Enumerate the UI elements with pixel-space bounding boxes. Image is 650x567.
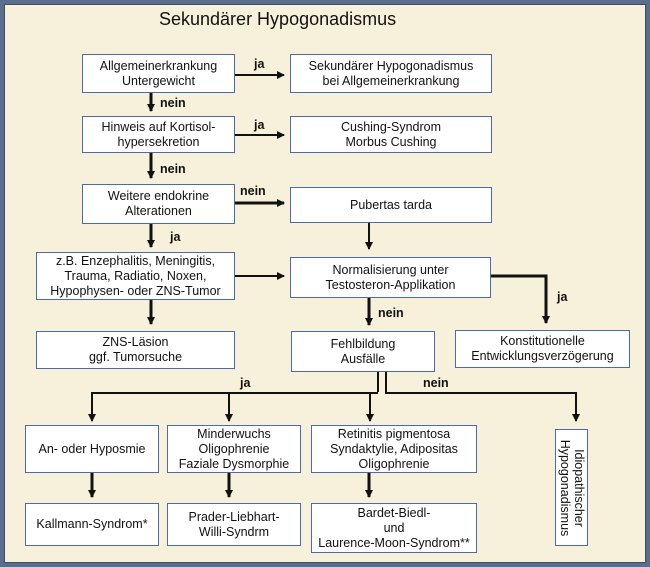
box-allgemeinerkrankung: Allgemeinerkrankung Untergewicht [82,54,235,93]
box-minderwuchs: Minderwuchs Oligophrenie Faziale Dysmorp… [167,425,301,473]
box-konstitutionell: Konstitutionelle Entwicklungsverzögerung [455,330,630,368]
label-nein-4: nein [378,306,404,320]
box-kallmann: Kallmann-Syndrom* [25,503,159,546]
label-ja-2: ja [254,118,265,132]
box-zns-laesion: ZNS-Läsion ggf. Tumorsuche [36,331,235,369]
label-nein-3: nein [240,184,266,198]
branch-ja-bar [91,392,378,412]
box-fehlbildung: Fehlbildung Ausfälle [291,331,435,372]
box-normalisierung: Normalisierung unter Testosteron-Applika… [290,257,491,298]
box-endokrin: Weitere endokrine Alterationen [82,184,235,224]
label-nein-2: nein [160,162,186,176]
diagram-title: Sekundärer Hypogonadismus [159,9,397,29]
branch-nein-to-idiopathisch [385,372,580,422]
arrow-normalisierung-to-konstitutionell [491,274,550,324]
box-idiopathisch: Idiopathischer Hypogonadismus [555,429,588,546]
box-bardet-biedl: Bardet-Biedl- und Laurence-Moon-Syndrom*… [311,503,477,553]
box-kortisol: Hinweis auf Kortisol- hypersekretion [82,116,235,153]
box-prader-willi: Prader-Liebhart- Willi-Syndrm [167,503,301,546]
label-nein-5: nein [423,376,449,390]
box-retinitis: Retinitis pigmentosa Syndaktylie, Adipos… [311,425,477,473]
label-ja-5: ja [240,376,251,390]
box-pubertas-tarda: Pubertas tarda [290,187,492,223]
box-cushing: Cushing-Syndrom Morbus Cushing [290,116,492,153]
label-ja-4: ja [557,290,568,304]
box-hyposmie: An- oder Hyposmie [25,425,159,473]
box-enzephalitis: z.B. Enzephalitis, Meningitis, Trauma, R… [36,252,235,300]
idiopathisch-text: Idiopathischer Hypogonadismus [557,439,586,536]
label-ja-1: ja [254,57,265,71]
label-ja-3: ja [170,230,181,244]
box-sekundaerer-hypogonadismus: Sekundärer Hypogonadismus bei Allgemeine… [290,54,492,93]
label-nein-1: nein [160,96,186,110]
